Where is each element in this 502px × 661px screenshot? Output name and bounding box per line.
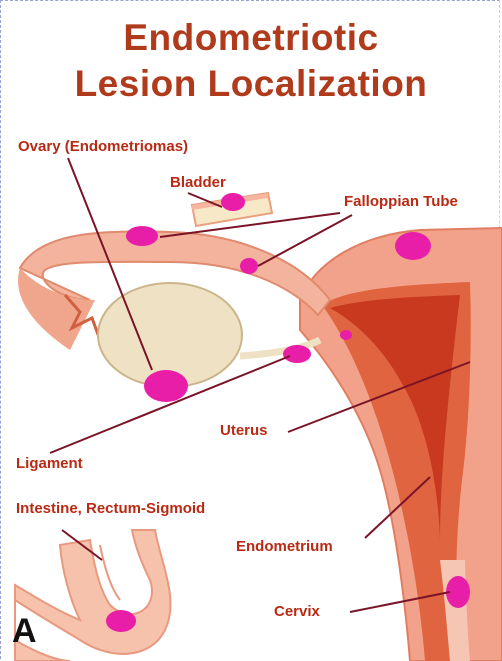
uterus-shape	[300, 228, 502, 661]
ovary-shape	[98, 283, 320, 387]
label-bladder: Bladder	[170, 174, 226, 191]
label-uterus: Uterus	[220, 422, 268, 439]
lesion-ligament	[283, 345, 311, 363]
lesion-bladder	[221, 193, 245, 211]
label-fallopian-tube: Falloppian Tube	[344, 193, 458, 210]
label-intestine: Intestine, Rectum-Sigmoid	[16, 500, 205, 517]
intestine-shape	[15, 530, 170, 661]
lesion-ovary	[144, 370, 188, 402]
lesion-tube-mid	[240, 258, 258, 274]
lesion-uterus-fundus	[395, 232, 431, 260]
label-ligament: Ligament	[16, 455, 83, 472]
label-ovary: Ovary (Endometriomas)	[18, 138, 188, 155]
label-cervix: Cervix	[274, 603, 320, 620]
panel-label: A	[12, 612, 37, 651]
lesion-uterus-horn	[340, 330, 352, 340]
label-endometrium: Endometrium	[236, 538, 333, 555]
lesion-tube-proximal	[126, 226, 158, 246]
lesion-intestine	[106, 610, 136, 632]
